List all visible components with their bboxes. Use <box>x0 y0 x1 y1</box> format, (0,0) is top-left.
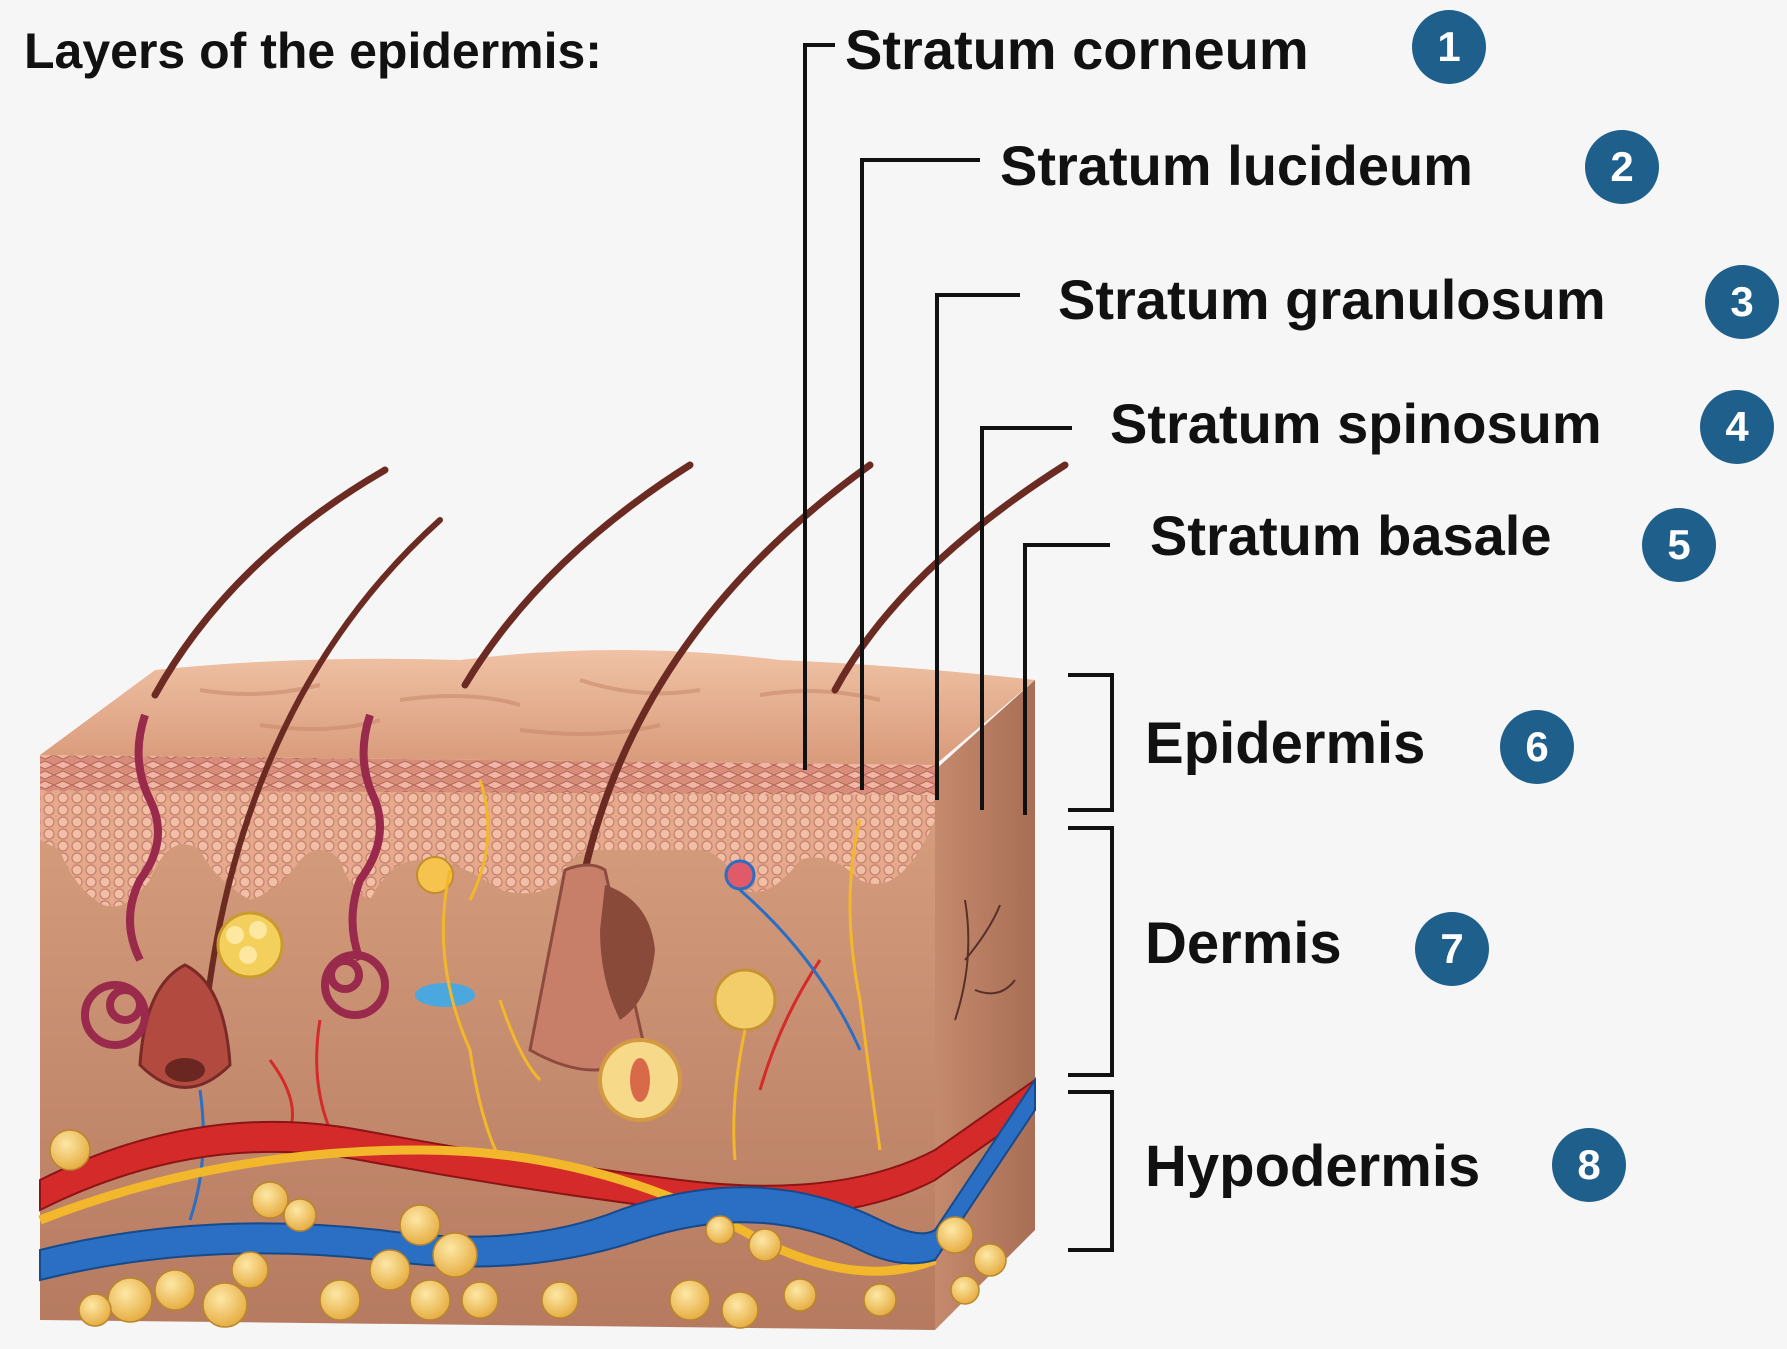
leader-line-1 <box>805 45 835 770</box>
bracket-epidermis <box>1068 675 1112 810</box>
label-stratum-lucideum: Stratum lucideum <box>1000 138 1473 194</box>
sebaceous-gland <box>218 913 282 977</box>
label-epidermis: Epidermis <box>1145 715 1425 773</box>
badge-2: 2 <box>1585 130 1659 204</box>
badge-4: 4 <box>1700 390 1774 464</box>
skin-surface <box>40 650 1035 765</box>
badge-3: 3 <box>1705 265 1779 339</box>
leader-line-5 <box>1025 545 1110 815</box>
badge-1: 1 <box>1412 10 1486 84</box>
badge-5: 5 <box>1642 508 1716 582</box>
badge-7: 7 <box>1415 912 1489 986</box>
label-stratum-spinosum: Stratum spinosum <box>1110 396 1602 452</box>
bracket-hypodermis <box>1068 1092 1112 1250</box>
badge-8: 8 <box>1552 1128 1626 1202</box>
label-stratum-basale: Stratum basale <box>1150 508 1552 564</box>
diagram-title: Layers of the epidermis: <box>24 26 602 76</box>
label-stratum-corneum: Stratum corneum <box>845 22 1309 78</box>
label-hypodermis: Hypodermis <box>1145 1138 1480 1196</box>
label-stratum-granulosum: Stratum granulosum <box>1058 272 1606 328</box>
label-dermis: Dermis <box>1145 915 1342 973</box>
badge-6: 6 <box>1500 710 1574 784</box>
region-brackets <box>1068 675 1112 1250</box>
bracket-dermis <box>1068 828 1112 1075</box>
